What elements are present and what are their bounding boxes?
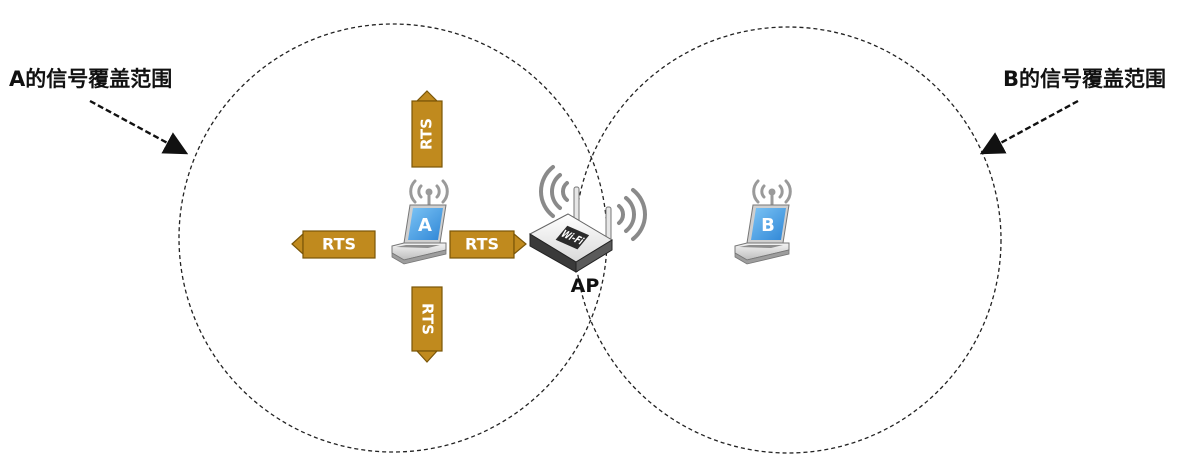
coverage-label-a: A的信号覆盖范围 [9,67,173,91]
rts-label-left: RTS [322,235,356,254]
label-a-pointer-arrow [89,99,189,155]
station-a-letter: A [418,215,432,236]
coverage-circle-b [574,26,1002,454]
rts-label-down: RTS [419,303,437,335]
rts-label-up: RTS [418,118,436,150]
signal-icon [752,179,792,207]
station-b-letter: B [761,215,775,236]
rts-label-right: RTS [465,235,499,254]
coverage-label-b: B的信号覆盖范围 [1002,67,1166,91]
ap-label: AP [571,275,600,297]
signal-icon [409,179,449,207]
rts-arrow-left: RTS [291,230,376,259]
station-b-laptop: B [734,179,792,265]
rts-arrow-right: RTS [449,230,527,259]
label-b-pointer-arrow [979,99,1079,155]
station-a-laptop: A [391,179,449,265]
wifi-signal-icon [539,165,647,241]
rts-arrow-up: RTS [411,90,443,168]
access-point-router: Wi-Fi AP [528,165,647,297]
rts-arrow-down: RTS [411,286,443,363]
